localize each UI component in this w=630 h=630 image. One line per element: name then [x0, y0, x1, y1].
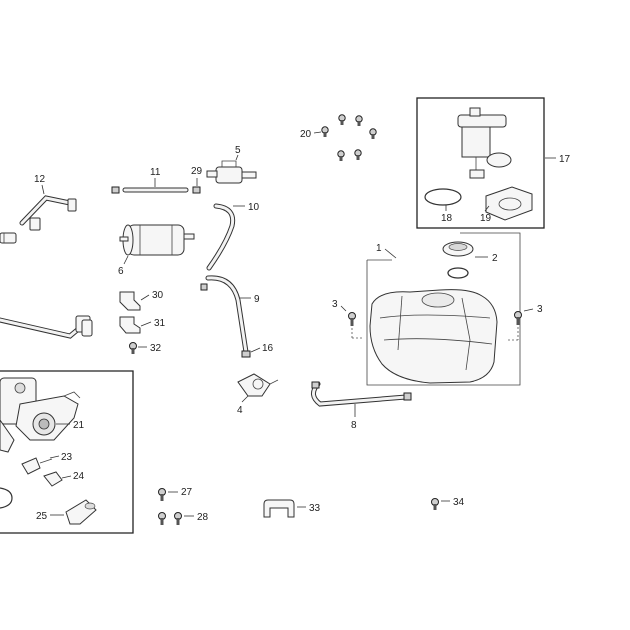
bolt-icon [354, 149, 362, 160]
part-23-connector: 23 [21, 452, 73, 475]
callout-11: 11 [150, 167, 161, 178]
part-32-screw: 32 [129, 342, 162, 354]
callout-5: 5 [235, 145, 241, 156]
callout-19: 19 [480, 213, 492, 224]
part-8-hose: 8 [311, 381, 412, 431]
pump-mounting-plate [485, 186, 533, 221]
callout-32: 32 [150, 343, 162, 354]
part-3-bolt-right: 3 [508, 304, 543, 341]
part-34-screw: 34 [431, 497, 465, 510]
callout-6: 6 [118, 266, 124, 277]
callout-24: 24 [73, 471, 85, 482]
callout-27: 27 [181, 487, 193, 498]
part-28-bolts: 28 [158, 512, 209, 525]
part-30-clip: 30 [119, 290, 164, 311]
bolt-icon [337, 150, 345, 161]
callout-30: 30 [152, 290, 164, 301]
callout-12: 12 [34, 174, 46, 185]
part-3-bolt-left: 3 [332, 299, 362, 339]
part-29-clip: 29 [191, 166, 203, 194]
fuel-pump-assembly [457, 107, 512, 179]
part-16-clamp: 16 [241, 343, 274, 358]
callout-10: 10 [248, 202, 260, 213]
part-1-fuel-tank [369, 289, 498, 384]
part-27-bolt: 27 [158, 487, 193, 501]
callout-25: 25 [36, 511, 48, 522]
callout-16: 16 [262, 343, 274, 354]
callout-4: 4 [237, 405, 243, 416]
callout-8: 8 [351, 420, 357, 431]
callout-3b: 3 [537, 304, 543, 315]
part-11-hose: 11 [111, 167, 189, 194]
bolt-group-20: 20 [300, 114, 377, 161]
part-2-fuel-cap: 2 [442, 241, 498, 279]
callout-9: 9 [254, 294, 260, 305]
bolt-icon [158, 512, 166, 525]
callout-3a: 3 [332, 299, 338, 310]
bolt-icon [321, 126, 329, 137]
inset-frame-fuel-pump [416, 97, 545, 229]
part-33-bracket: 33 [263, 499, 321, 518]
bolt-icon [338, 114, 346, 125]
callout-34: 34 [453, 497, 465, 508]
callout-23: 23 [61, 452, 73, 463]
callout-31: 31 [154, 318, 166, 329]
pump-gasket-ring [424, 188, 462, 206]
callout-2: 2 [492, 253, 498, 264]
part-5-valve: 5 [206, 145, 257, 184]
injector-fragment [0, 232, 17, 244]
part-12-fuel-line: 12 [19, 174, 77, 231]
callout-18: 18 [441, 213, 453, 224]
callout-33: 33 [309, 503, 321, 514]
o-ring-fragment [0, 487, 13, 509]
part-25-sensor: 25 [36, 499, 97, 525]
part-24-clip: 24 [43, 471, 85, 487]
long-fuel-line [0, 315, 93, 339]
callout-28: 28 [197, 512, 209, 523]
bolt-icon [355, 115, 363, 126]
callout-1: 1 [376, 243, 382, 254]
throttle-body-inset: 21 23 24 25 [0, 370, 134, 534]
part-31-clip: 31 [119, 316, 166, 334]
callout-17: 17 [559, 154, 571, 165]
callout-20: 20 [300, 129, 312, 140]
part-9-hose: 9 [200, 275, 260, 355]
callout-21: 21 [73, 420, 85, 431]
fuel-pump-inset: 17 18 19 [416, 97, 571, 229]
part-4-filter: 4 [237, 373, 279, 416]
callout-29: 29 [191, 166, 203, 177]
part-6-canister: 6 [118, 224, 195, 277]
throttle-body: 21 [0, 377, 85, 453]
fuel-tank-assembly: 2 1 3 3 [332, 232, 543, 386]
part-10-hose: 10 [206, 202, 260, 271]
inset-frame-throttle [0, 370, 134, 534]
bolt-icon [369, 128, 377, 139]
bolt-icon [174, 512, 182, 525]
